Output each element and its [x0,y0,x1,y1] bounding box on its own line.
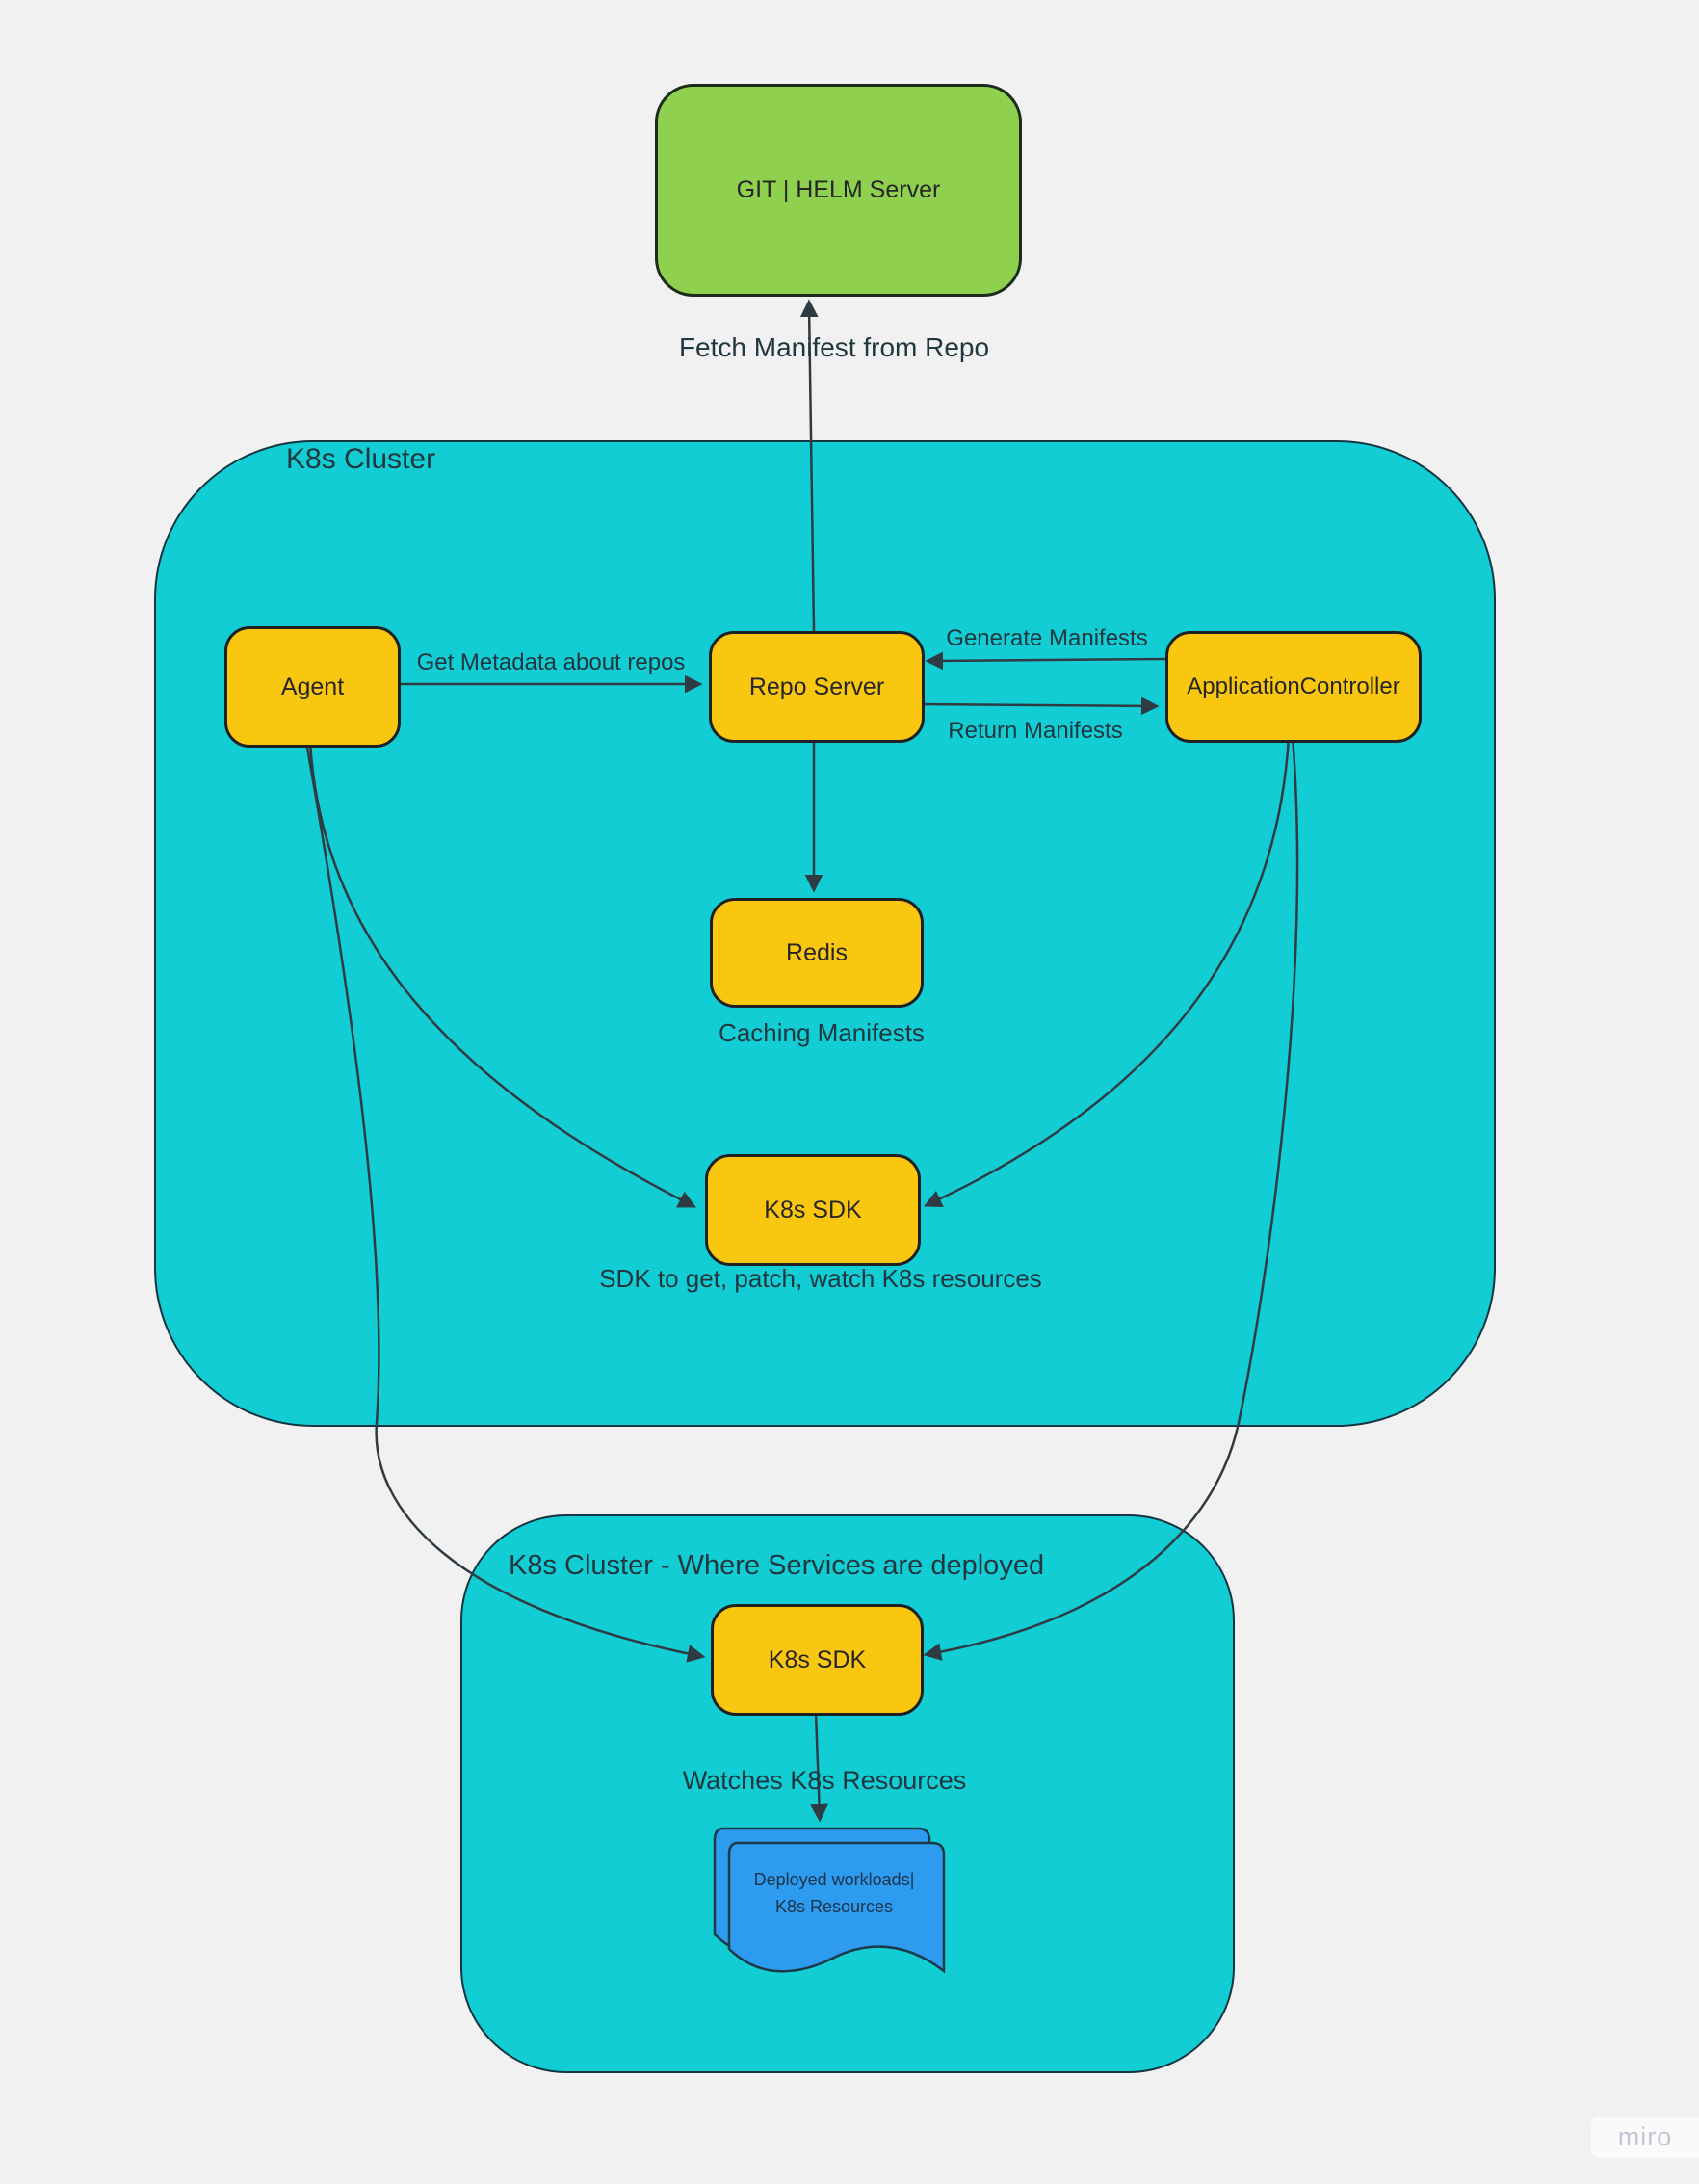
edge-label-return-manifests: Return Manifests [948,718,1123,744]
cluster-deploy-title: K8s Cluster - Where Services are deploye… [509,1550,1045,1581]
annotation-caching-manifests: Caching Manifests [719,1018,925,1047]
edge-label-watches-resources: Watches K8s Resources [682,1766,967,1795]
node-git-label: GIT | HELM Server [736,176,941,203]
node-git-helm-server[interactable]: GIT | HELM Server [655,84,1022,297]
miro-watermark-text: miro [1617,2122,1673,2151]
node-application-controller[interactable]: ApplicationController [1165,631,1422,743]
cluster-main-title: K8s Cluster [286,443,436,475]
node-sdk1-label: K8s SDK [764,1196,862,1224]
edge-label-get-metadata: Get Metadata about repos [416,649,686,675]
node-redis-label: Redis [786,938,848,966]
edge-label-generate-manifests: Generate Manifests [946,625,1148,651]
annotation-sdk-note: SDK to get, patch, watch K8s resources [599,1264,1042,1293]
node-appctrl-label: ApplicationController [1187,673,1400,699]
miro-watermark: miro [1591,2117,1699,2158]
node-agent-label: Agent [280,672,345,700]
workloads-line2: K8s Resources [774,1896,894,1916]
workloads-line1: Deployed workloads| [753,1870,915,1889]
node-redis[interactable]: Redis [710,898,924,1008]
node-repo-server[interactable]: Repo Server [709,631,925,743]
edge-label-fetch-manifest: Fetch Manifest from Repo [678,332,990,362]
node-k8s-sdk-deploy[interactable]: K8s SDK [711,1604,924,1716]
node-repo-label: Repo Server [748,672,885,700]
workloads-document-text: Deployed workloads| K8s Resources [724,1867,944,1921]
node-sdk2-label: K8s SDK [768,1645,867,1673]
node-k8s-sdk-main[interactable]: K8s SDK [705,1154,921,1266]
node-agent[interactable]: Agent [224,626,401,748]
